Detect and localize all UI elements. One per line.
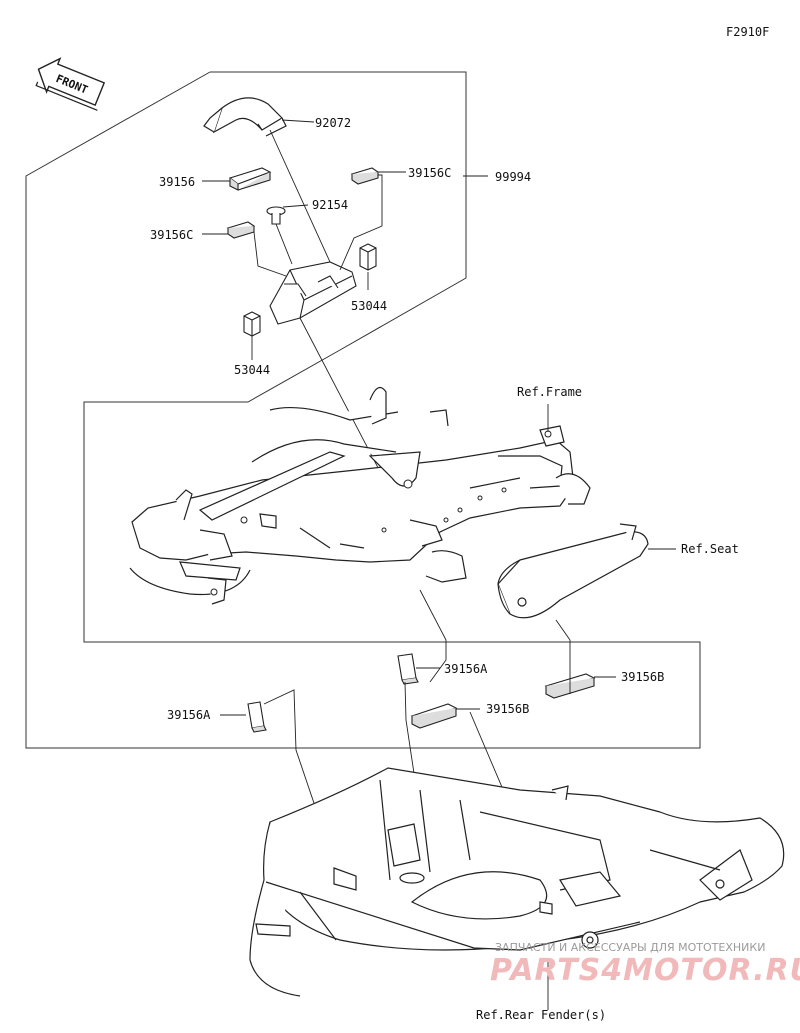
part-label-39156A-mid: 39156A bbox=[444, 662, 488, 676]
bracket-92072 bbox=[203, 97, 287, 137]
watermark-logo: PARTS4MOTOR.RU bbox=[490, 953, 800, 988]
assembly-outline bbox=[25, 71, 701, 749]
part-label-39156C-left: 39156C bbox=[150, 228, 193, 242]
part-label-92072: 92072 bbox=[315, 116, 351, 130]
ref-label-rear-fender: Ref.Rear Fender(s) bbox=[476, 1008, 606, 1022]
frame-assembly bbox=[129, 386, 591, 605]
part-label-39156B-mid: 39156B bbox=[486, 702, 529, 716]
part-label-53044-right: 53044 bbox=[351, 299, 387, 313]
pad-39156B-mid bbox=[410, 703, 458, 729]
frame-holes bbox=[210, 430, 552, 596]
pad-39156A-left bbox=[247, 701, 267, 733]
bolt-92154 bbox=[266, 206, 286, 225]
part-label-53044-left: 53044 bbox=[234, 363, 270, 377]
front-arrow-icon: FRONT bbox=[35, 57, 106, 111]
seat-part bbox=[497, 523, 649, 619]
part-label-92154: 92154 bbox=[312, 198, 348, 212]
pad-39156C-left bbox=[226, 221, 256, 239]
spacer-53044-left bbox=[243, 311, 261, 337]
ref-label-seat: Ref.Seat bbox=[681, 542, 739, 556]
part-label-39156B-right: 39156B bbox=[621, 670, 664, 684]
spacer-53044-right bbox=[359, 243, 377, 271]
part-label-99994: 99994 bbox=[495, 170, 531, 184]
rear-fender bbox=[249, 767, 785, 997]
figure-code: F2910F bbox=[726, 25, 769, 39]
part-label-39156A-left: 39156A bbox=[167, 708, 211, 722]
leader-lines-upper bbox=[202, 119, 488, 511]
pad-39156C-right bbox=[350, 167, 380, 185]
part-label-39156: 39156 bbox=[159, 175, 195, 189]
pad-39156-top bbox=[228, 167, 272, 191]
part-label-39156C-right: 39156C bbox=[408, 166, 451, 180]
ref-label-frame: Ref.Frame bbox=[517, 385, 582, 399]
bracket-plate bbox=[269, 261, 357, 325]
pad-39156A-mid bbox=[397, 653, 419, 685]
watermark-tagline: ЗАПЧАСТИ И АКСЕССУАРЫ ДЛЯ МОТОТЕХНИКИ bbox=[495, 941, 765, 954]
